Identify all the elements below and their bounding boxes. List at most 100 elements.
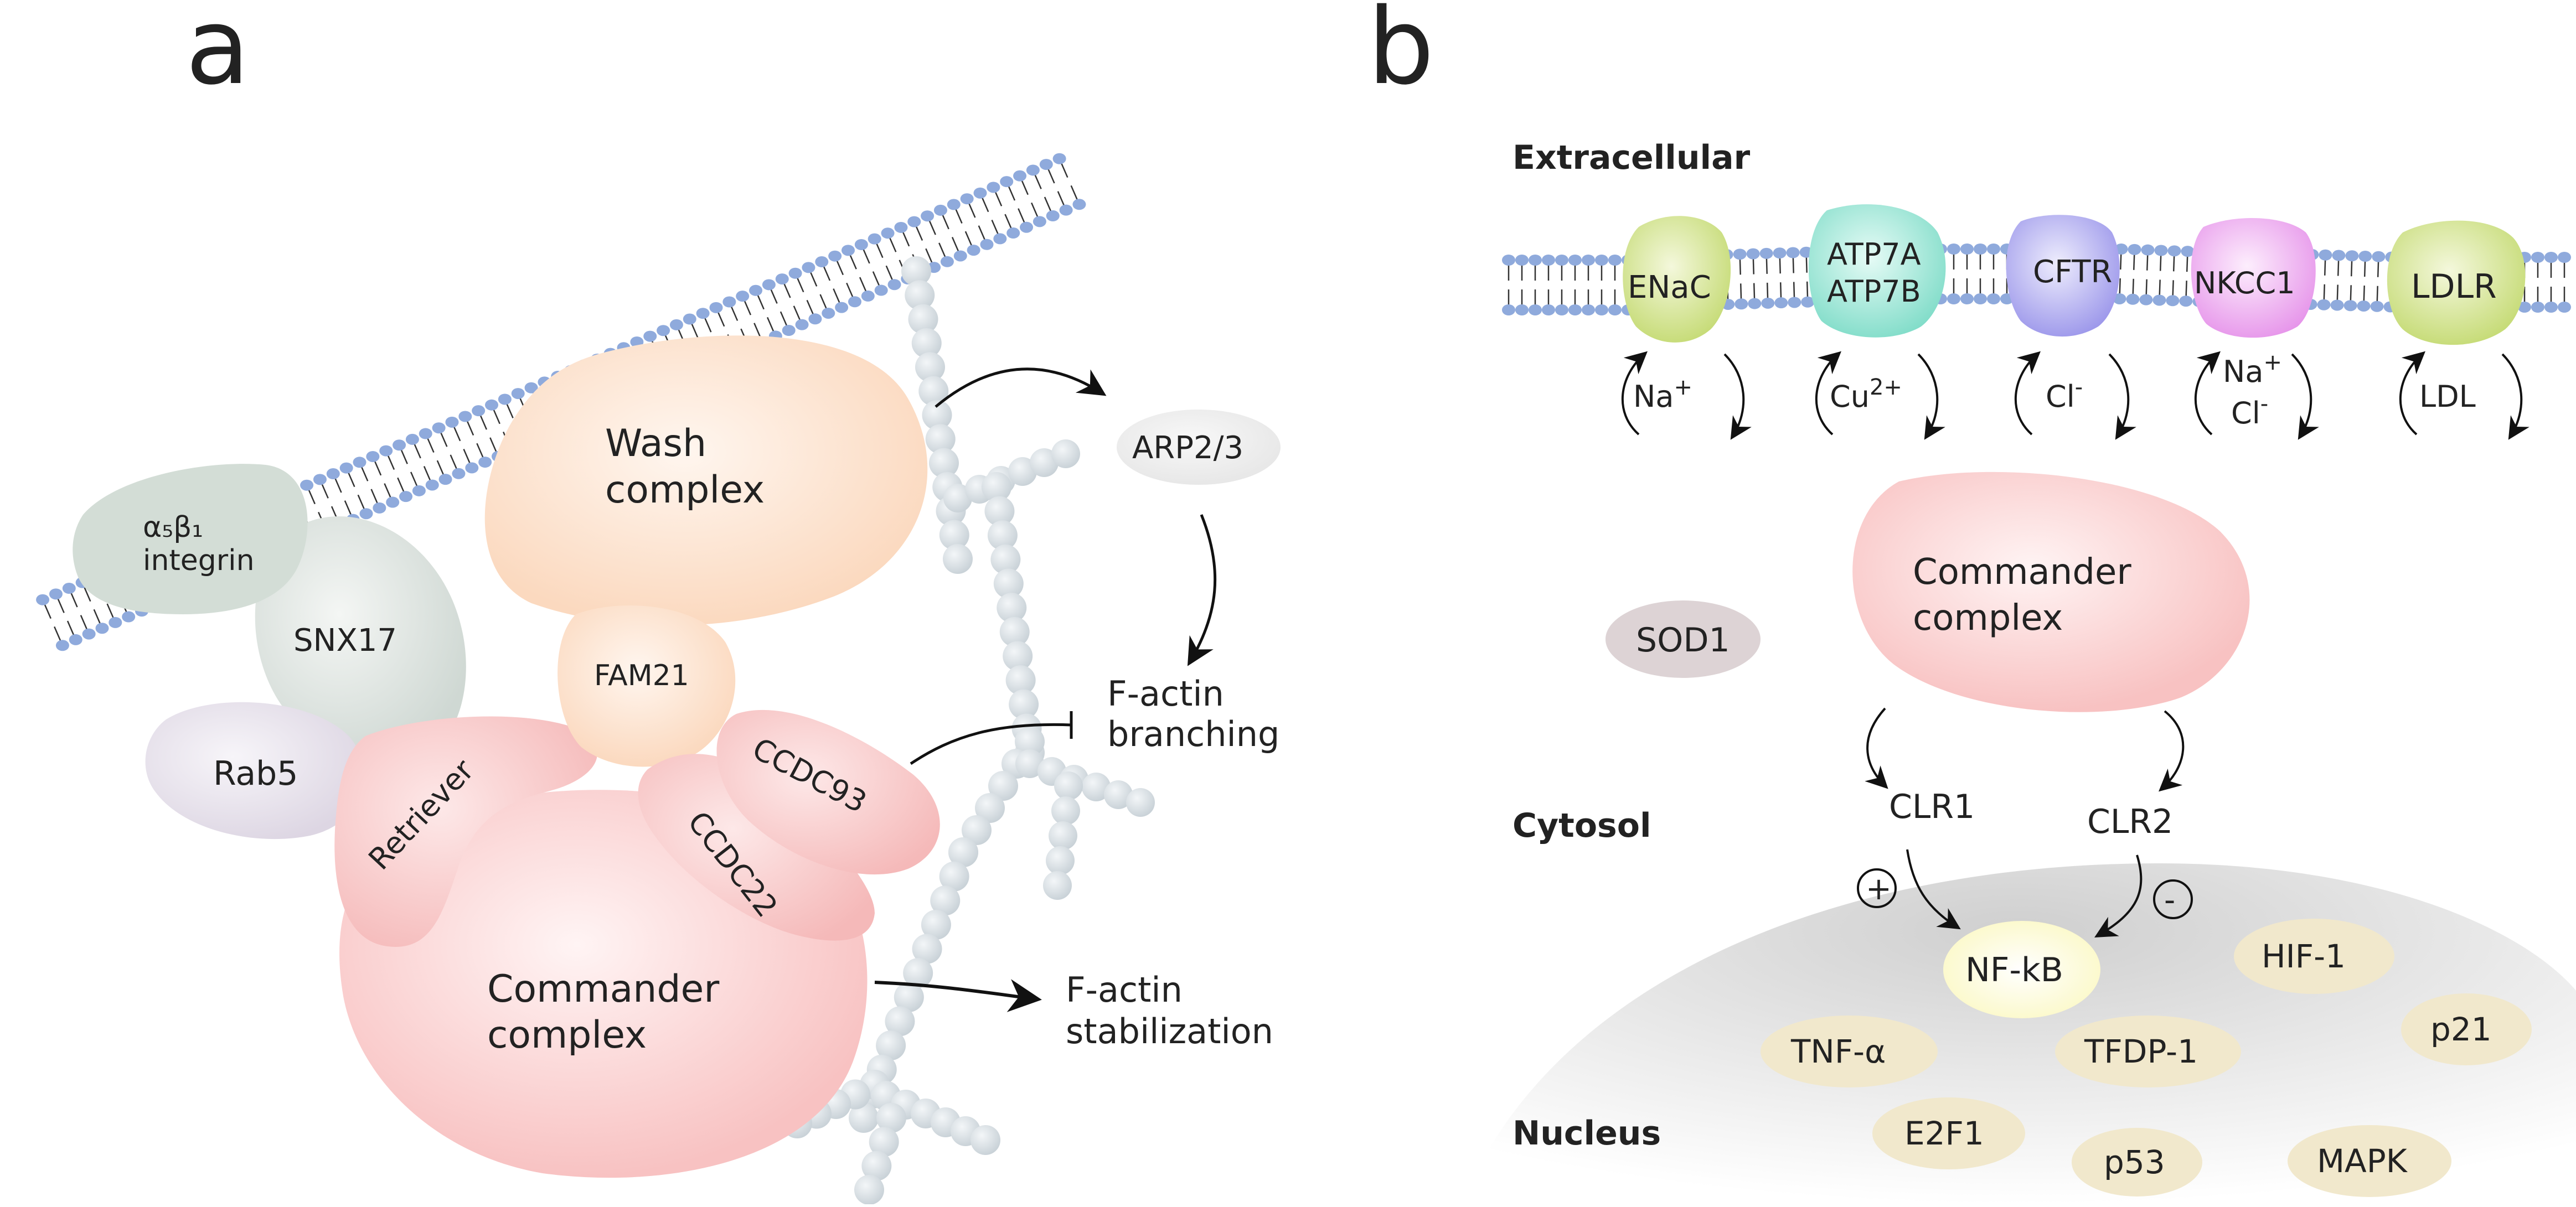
actin-bead [1030, 448, 1059, 477]
lipid-head [1761, 297, 1775, 309]
actin-bead [962, 815, 992, 845]
lipid-tail [964, 231, 973, 246]
lipid-tail [1070, 185, 1078, 200]
lipid-tail [872, 271, 880, 286]
fam21-label: FAM21 [594, 659, 689, 692]
actin-bead [1054, 771, 1083, 800]
actin-bead [1003, 641, 1033, 671]
lipid-tail [2350, 261, 2353, 277]
lipid-tail [463, 448, 471, 464]
lipid-head [722, 296, 736, 308]
ldlr-channel [2387, 220, 2526, 345]
nkcc1-label: NKCC1 [2194, 266, 2295, 301]
lipid-head [458, 411, 472, 422]
lipid-head [1734, 298, 1748, 310]
lipid-head [1502, 304, 1515, 315]
lipid-head [822, 307, 835, 319]
lipid-head [1974, 244, 1987, 255]
p21-shape [2401, 993, 2532, 1065]
lipid-head [643, 330, 657, 342]
clr1-label: CLR1 [1889, 788, 1975, 826]
wash-complex-label-2: complex [605, 468, 765, 512]
mapk-shape [2288, 1125, 2451, 1197]
actin-bead [876, 1030, 906, 1061]
lipid-tail [1739, 259, 1742, 275]
lipid-head [1786, 247, 1800, 258]
lipid-head [1582, 304, 1595, 315]
lipid-head [498, 393, 512, 405]
lipid-head [1568, 304, 1582, 315]
lipid-head [1006, 227, 1020, 239]
lipid-head [967, 245, 980, 256]
lipid-tail [1805, 257, 1808, 273]
lipid-head [2357, 300, 2371, 312]
lipid-tail [2120, 253, 2122, 270]
lipid-head [36, 594, 50, 605]
lipid-tail [453, 426, 461, 442]
lipid-tail [859, 277, 867, 292]
actin-bead [901, 256, 931, 286]
lipid-head [122, 611, 136, 623]
lipid-head [657, 325, 670, 336]
lipid-tail [54, 626, 61, 641]
lipid-tail [938, 242, 946, 258]
lipid-head [452, 468, 466, 479]
lipid-tail [744, 300, 752, 315]
lipid-head [1947, 293, 1960, 304]
ion-nkcc-na: Na+ [2223, 350, 2282, 389]
actin-bead [1082, 773, 1111, 801]
e2f1-shape [1872, 1097, 2025, 1169]
lipid-tail [1047, 168, 1055, 184]
lipid-tail [793, 305, 801, 320]
lipid-head [940, 256, 954, 267]
f-actin-stabilization-label-2: stabilization [1066, 1011, 1273, 1051]
actin-bead [997, 593, 1027, 623]
lipid-tail [691, 323, 699, 338]
actin-bead [903, 958, 933, 988]
ion-ldl: LDL [2419, 379, 2476, 414]
lipid-tail [1779, 282, 1782, 298]
snx17-shape [255, 516, 466, 762]
lipid-tail [360, 467, 369, 481]
actin-bead [999, 617, 1030, 647]
lipid-head [1502, 255, 1515, 266]
lipid-head [1595, 304, 1608, 315]
lipid-tail [2145, 279, 2147, 295]
commander-to-clr1-arrow [1865, 707, 1888, 789]
lipid-tail [334, 478, 342, 493]
lipid-tail [849, 255, 857, 270]
actin-bead [990, 544, 1021, 574]
lipid-head [445, 416, 459, 428]
actin-bead [854, 1175, 884, 1205]
lipid-tail [806, 299, 814, 315]
lipid-head [987, 182, 1000, 193]
lipid-head [2319, 249, 2332, 261]
lipid-head [762, 279, 776, 291]
lipid-head [373, 502, 386, 514]
lipid-head [2181, 246, 2195, 257]
lipid-tail [766, 317, 775, 332]
panel-b-letter: b [1367, 0, 1434, 108]
lipid-tail [994, 191, 1003, 206]
ccdc93-shape [716, 709, 940, 875]
hif1-label: HIF-1 [2262, 937, 2346, 975]
lipid-tail [2363, 285, 2365, 302]
lipid-head [2126, 293, 2140, 305]
lipid-head [782, 325, 796, 336]
lipid-head [1542, 255, 1555, 266]
lipid-tail [489, 437, 497, 452]
integrin-shape [73, 464, 308, 614]
mapk-label: MAPK [2317, 1142, 2408, 1180]
lipid-tail [968, 203, 976, 218]
lipid-head [2345, 250, 2359, 262]
ion-nkcc-cl: Cl- [2231, 391, 2268, 431]
lipid-tail [384, 483, 391, 498]
lipid-tail [436, 460, 445, 475]
clr1-to-nfkb-arrow [1906, 849, 1961, 930]
lipid-head [947, 199, 961, 210]
lipid-head [339, 462, 353, 474]
clr2-label: CLR2 [2087, 802, 2173, 841]
lipid-tail [397, 477, 405, 493]
lipid-head [2531, 252, 2544, 263]
